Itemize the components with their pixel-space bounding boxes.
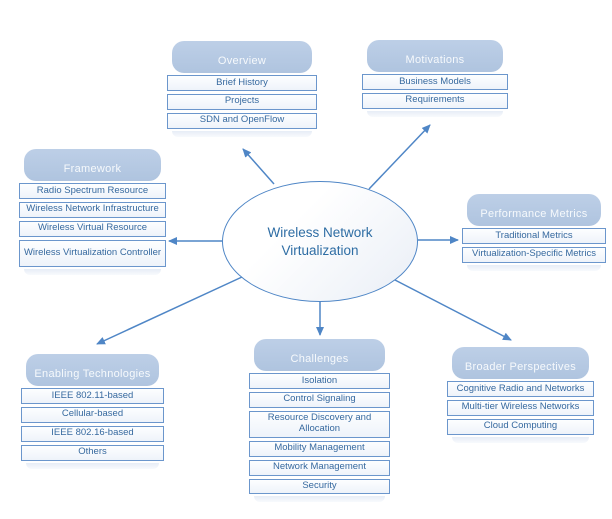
group-title-enabling-technologies: Enabling Technologies: [26, 354, 159, 386]
group-items: Radio Spectrum Resource Wireless Network…: [19, 183, 166, 267]
list-item: Wireless Virtual Resource: [19, 220, 166, 237]
list-item: Business Models: [362, 74, 508, 90]
list-item: Wireless Virtualization Controller: [19, 239, 166, 267]
list-item: Projects: [167, 93, 317, 110]
group-motivations: Motivations Business Models Requirements: [362, 40, 508, 117]
group-items: Traditional Metrics Virtualization-Speci…: [462, 228, 606, 263]
group-enabling-technologies: Enabling Technologies IEEE 802.11-based …: [21, 354, 164, 469]
group-title-performance-metrics: Performance Metrics: [467, 194, 601, 226]
group-items: Isolation Control Signaling Resource Dis…: [249, 373, 390, 495]
group-items: IEEE 802.11-based Cellular-based IEEE 80…: [21, 388, 164, 461]
arrow-to-overview: [242, 148, 275, 185]
list-item: Security: [249, 478, 390, 495]
group-footer-band: [254, 496, 385, 503]
center-node-label-line2: Virtualization: [281, 242, 359, 258]
list-item: Cognitive Radio and Networks: [447, 381, 594, 397]
list-item: Requirements: [362, 92, 508, 109]
list-item: Virtualization-Specific Metrics: [462, 246, 606, 263]
list-item: Cellular-based: [21, 406, 164, 423]
group-footer-band: [367, 110, 503, 117]
group-footer-band: [24, 268, 161, 275]
list-item: Radio Spectrum Resource: [19, 183, 166, 199]
group-title-challenges: Challenges: [254, 339, 385, 371]
group-title-broader-perspectives: Broader Perspectives: [452, 347, 589, 379]
group-footer-band: [172, 130, 312, 137]
group-items: Cognitive Radio and Networks Multi-tier …: [447, 381, 594, 435]
list-item: Mobility Management: [249, 440, 390, 457]
list-item: IEEE 802.11-based: [21, 388, 164, 404]
arrow-to-broader-perspectives: [394, 279, 512, 341]
group-overview: Overview Brief History Projects SDN and …: [167, 41, 317, 137]
group-title-overview: Overview: [172, 41, 312, 73]
list-item: Control Signaling: [249, 391, 390, 408]
group-framework: Framework Radio Spectrum Resource Wirele…: [19, 149, 166, 275]
list-item: IEEE 802.16-based: [21, 425, 164, 442]
list-item: Isolation: [249, 373, 390, 389]
arrow-to-motivations: [368, 124, 431, 190]
group-items: Business Models Requirements: [362, 74, 508, 109]
list-item: Wireless Network Infrastructure: [19, 201, 166, 218]
arrow-to-enabling-technologies: [96, 276, 243, 345]
list-item: Brief History: [167, 75, 317, 91]
list-item: Multi-tier Wireless Networks: [447, 399, 594, 416]
group-footer-band: [467, 264, 601, 271]
list-item: SDN and OpenFlow: [167, 112, 317, 129]
list-item: Network Management: [249, 459, 390, 476]
list-item: Cloud Computing: [447, 418, 594, 435]
group-footer-band: [26, 462, 159, 469]
list-item: Others: [21, 444, 164, 461]
group-title-motivations: Motivations: [367, 40, 503, 72]
group-performance-metrics: Performance Metrics Traditional Metrics …: [462, 194, 606, 271]
group-broader-perspectives: Broader Perspectives Cognitive Radio and…: [447, 347, 594, 443]
list-item: Traditional Metrics: [462, 228, 606, 244]
list-item: Resource Discovery and Allocation: [249, 410, 390, 438]
group-footer-band: [452, 436, 589, 443]
center-node: Wireless Network Virtualization: [222, 181, 418, 302]
group-items: Brief History Projects SDN and OpenFlow: [167, 75, 317, 129]
group-title-framework: Framework: [24, 149, 161, 181]
group-challenges: Challenges Isolation Control Signaling R…: [249, 339, 390, 503]
center-node-label-line1: Wireless Network: [267, 224, 373, 240]
